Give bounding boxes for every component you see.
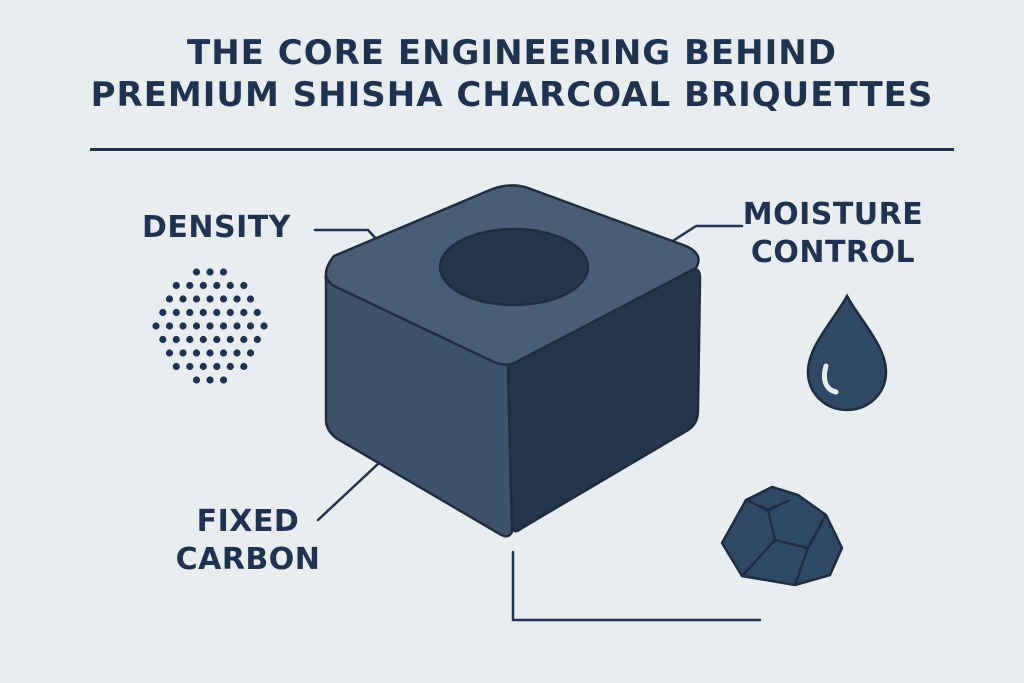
density-dot (192, 322, 201, 330)
density-dot (186, 362, 194, 371)
density-dot (192, 349, 201, 357)
fixed-carbon-label: FIXED CARBON (168, 503, 328, 579)
charcoal-cube (324, 184, 702, 538)
moisture-label-line-2: CONTROL (750, 235, 916, 270)
density-dot (226, 281, 234, 290)
density-dot (206, 322, 214, 330)
density-dot (219, 295, 228, 303)
density-dot (253, 335, 261, 344)
density-dot (172, 362, 180, 371)
density-dot (186, 281, 194, 290)
density-dot (206, 295, 214, 303)
density-dot (165, 349, 174, 357)
water-drop-icon (806, 293, 888, 412)
density-dot (226, 362, 234, 371)
title-divider (90, 148, 954, 151)
density-dot (159, 308, 167, 317)
density-dot (172, 335, 180, 344)
density-dot (172, 308, 180, 317)
density-dot (219, 322, 228, 330)
title-line-1: THE CORE ENGINEERING BEHIND (187, 33, 837, 73)
density-dot (240, 308, 248, 317)
density-dot (226, 335, 234, 344)
density-dot (179, 295, 187, 303)
density-dot (172, 281, 180, 290)
carbon-label-line-2: CARBON (175, 542, 321, 577)
density-dot (179, 322, 187, 330)
density-dot (233, 295, 241, 303)
density-dot (206, 268, 214, 276)
density-dot (246, 295, 255, 303)
density-dot (240, 335, 248, 344)
density-dot (226, 308, 234, 317)
density-dot (192, 295, 201, 303)
density-dot (219, 376, 228, 384)
density-dot (165, 322, 174, 330)
density-dot (213, 362, 221, 371)
density-dot (240, 281, 248, 290)
density-dot (186, 335, 194, 344)
density-dot (199, 281, 207, 290)
density-dot (159, 335, 167, 344)
title-line-2: PREMIUM SHISHA CHARCOAL BRIQUETTES (90, 75, 934, 115)
density-dot (246, 322, 255, 330)
density-dot (233, 349, 241, 357)
density-dots-icon (152, 268, 268, 384)
moisture-label-line-1: MOISTURE (742, 197, 924, 232)
density-dot (260, 322, 268, 330)
density-dot (192, 376, 201, 384)
density-dot (213, 308, 221, 317)
cube-center-hole (438, 227, 590, 307)
density-dot (165, 295, 174, 303)
density-dot (206, 376, 214, 384)
density-dot (199, 335, 207, 344)
density-dot (219, 268, 228, 276)
density-dot (179, 349, 187, 357)
density-dot (213, 281, 221, 290)
density-dot (253, 308, 261, 317)
density-dot (213, 335, 221, 344)
density-dot (199, 362, 207, 371)
coal-lump-icon (720, 485, 844, 587)
carbon-label-line-1: FIXED (196, 504, 300, 539)
density-dot (233, 322, 241, 330)
density-label: DENSITY (142, 210, 291, 245)
density-dot (186, 308, 194, 317)
cube-right-face (506, 267, 702, 533)
density-dot (199, 308, 207, 317)
density-dot (246, 349, 255, 357)
density-dot (152, 322, 160, 330)
moisture-control-label: MOISTURE CONTROL (720, 196, 946, 272)
density-dot (206, 349, 214, 357)
density-dot (240, 362, 248, 371)
page-title: THE CORE ENGINEERING BEHIND PREMIUM SHIS… (0, 32, 1024, 116)
density-dot (192, 268, 201, 276)
bottom-leader-line (511, 550, 762, 622)
density-dot (219, 349, 228, 357)
